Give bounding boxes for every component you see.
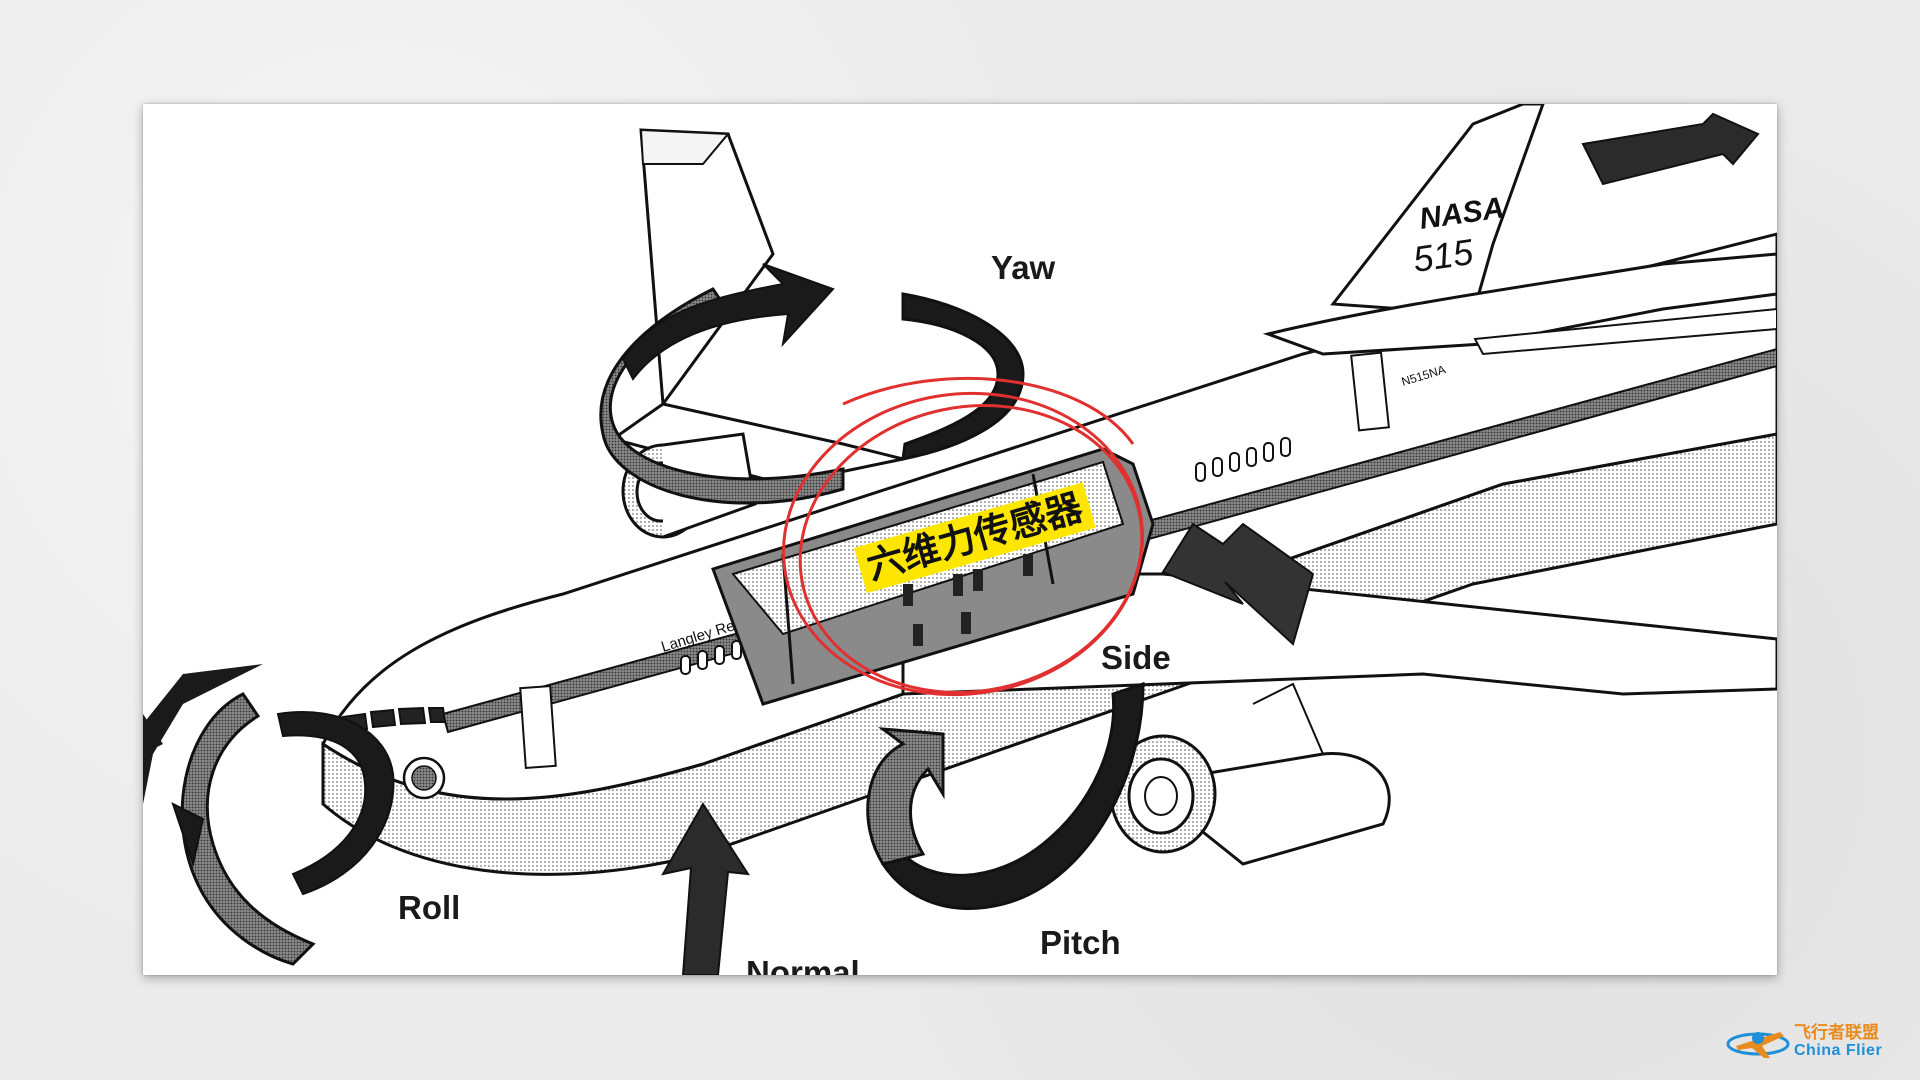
airplane-axes-illustration: NASA 515 Langley Re N515NA — [143, 104, 1777, 975]
china-flier-watermark: 飞行者联盟 China Flier — [1722, 1012, 1907, 1070]
yaw-label: Yaw — [991, 249, 1056, 286]
sensor-highlight-circle — [782, 376, 1144, 697]
front-door — [519, 684, 557, 770]
plane-logo-icon — [1726, 1032, 1790, 1058]
window-row-front — [680, 640, 742, 675]
roll-rotation-arrow — [143, 664, 395, 966]
diagram-card: NASA 515 Langley Re N515NA Yaw Side Roll… — [143, 104, 1777, 975]
side-label: Side — [1101, 639, 1171, 676]
left-tail-fin — [639, 128, 775, 409]
roll-label: Roll — [398, 889, 461, 926]
pitch-label: Pitch — [1040, 924, 1121, 961]
normal-label: Normal — [746, 954, 860, 975]
watermark-en: China Flier — [1794, 1042, 1883, 1059]
tail-direction-arrow — [1581, 112, 1760, 186]
pitch-rotation-arrow — [866, 681, 1145, 910]
side-force-arrow — [1161, 522, 1315, 646]
near-engine — [1109, 682, 1391, 866]
yaw-rotation-arrow — [599, 263, 1025, 505]
window-row-rear — [1195, 437, 1291, 482]
normal-force-arrow — [661, 802, 750, 975]
watermark-cn: 飞行者联盟 — [1794, 1023, 1879, 1043]
horizontal-stabilizer — [1262, 252, 1777, 356]
tail-number-text: 515 — [1410, 231, 1476, 280]
rear-door — [1350, 351, 1390, 432]
